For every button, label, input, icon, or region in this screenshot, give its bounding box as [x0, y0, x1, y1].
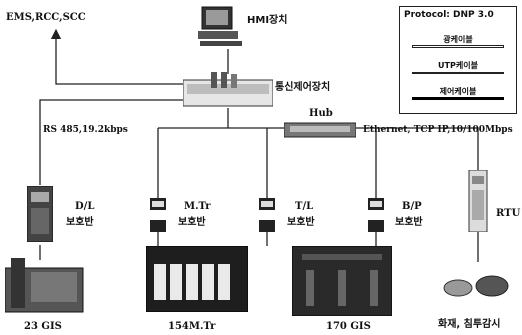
ems-label: EMS,RCC,SCC	[6, 12, 86, 23]
tl-line1: T/L	[295, 201, 314, 212]
dl-relay-icon	[27, 186, 53, 242]
dl-line2: 보호반	[66, 217, 94, 228]
rtu-icon	[468, 170, 488, 232]
ems-link-line	[50, 28, 183, 85]
mtr-line2: 보호반	[178, 217, 206, 228]
legend-control-label: 제어케이블	[439, 87, 477, 96]
fire-label: 화재, 침투감시	[438, 319, 501, 330]
hub-label: Hub	[309, 108, 333, 119]
tl-line2: 보호반	[287, 217, 315, 228]
legend-utp-label: UTP케이블	[438, 61, 478, 70]
legend-control: 제어케이블	[412, 83, 504, 100]
legend-fiber-label: 광케이블	[443, 35, 473, 44]
gis170-image	[292, 246, 392, 316]
legend: Protocol: DNP 3.0 광케이블 UTP케이블 제어케이블	[399, 6, 517, 114]
legend-fiber: 광케이블	[412, 31, 504, 48]
legend-utp: UTP케이블	[412, 57, 504, 74]
mtr-relay-icon	[150, 198, 166, 232]
comm-controller-icon	[183, 72, 273, 107]
mtr-line1: M.Tr	[184, 201, 211, 212]
dl-line1: D/L	[75, 201, 95, 212]
bp-relay-icon	[368, 198, 384, 232]
mtr154-label: 154M.Tr	[168, 321, 216, 332]
hub-icon	[284, 122, 356, 138]
rtu-label: RTU	[496, 208, 521, 219]
hmi-computer-icon	[198, 6, 242, 46]
hmi-label: HMI장치	[247, 15, 288, 26]
ethernet-label: Ethernet, TCP IP,10/100Mbps	[363, 125, 513, 135]
comm-label: 통신제어장치	[275, 82, 331, 93]
legend-title: Protocol: DNP 3.0	[404, 10, 494, 20]
fire-sensor-image	[443, 275, 509, 297]
rs485-line	[39, 99, 183, 185]
gis23-image	[5, 258, 84, 313]
bp-line1: B/P	[402, 201, 422, 212]
tl-relay-icon	[259, 198, 275, 232]
rs485-label: RS 485,19.2kbps	[43, 125, 128, 135]
mtr154-image	[146, 246, 248, 312]
gis23-label: 23 GIS	[24, 321, 62, 332]
bp-line2: 보호반	[395, 217, 423, 228]
gis170-label: 170 GIS	[326, 321, 371, 332]
